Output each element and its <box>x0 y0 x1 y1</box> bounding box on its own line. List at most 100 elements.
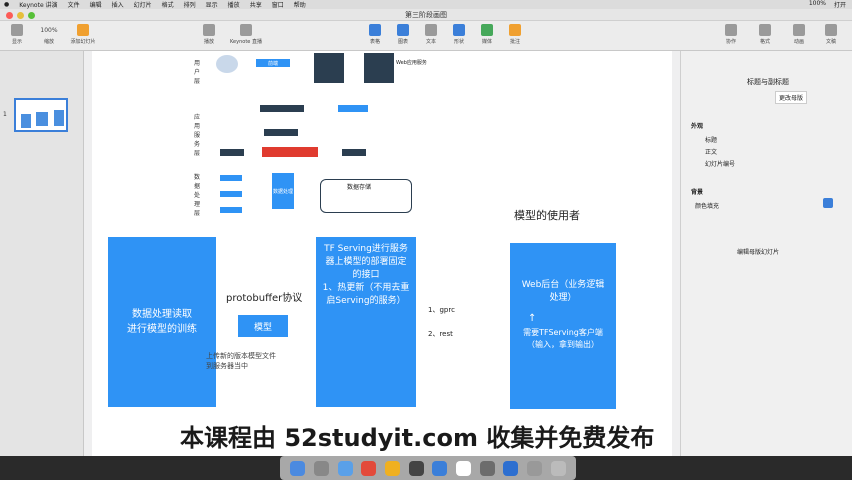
menu-app[interactable]: Keynote 讲演 <box>19 2 58 9</box>
service-box <box>342 149 366 156</box>
service-blue-box <box>338 105 368 112</box>
service-box <box>260 105 304 112</box>
data-box <box>220 207 242 213</box>
table-button[interactable]: 表格 <box>362 24 388 45</box>
menu-open[interactable]: 打开 <box>833 2 846 9</box>
highlight-red-box <box>262 147 318 157</box>
chrome-icon[interactable] <box>361 460 377 476</box>
slide-number: 1 <box>3 111 7 118</box>
change-master-button[interactable]: 更改母版 <box>775 91 808 104</box>
keynote-live-button[interactable]: Keynote 直播 <box>226 24 266 45</box>
live-icon <box>240 24 252 36</box>
close-icon[interactable] <box>6 12 13 19</box>
users-icon <box>216 55 238 73</box>
zoom-level: 100% <box>40 27 58 34</box>
inspector-panel: 标题与副标题 更改母版 外观 标题 正文 幻灯片编号 背景 颜色填充 编辑母版幻… <box>680 51 852 456</box>
trash-icon[interactable] <box>550 460 566 476</box>
sketch-icon[interactable] <box>384 460 400 476</box>
format-button[interactable]: 格式 <box>752 24 778 45</box>
media-icon <box>481 24 493 36</box>
data-store-label: 数据存储 <box>347 184 372 191</box>
comment-button[interactable]: 批注 <box>502 24 528 45</box>
chart-button[interactable]: 图表 <box>390 24 416 45</box>
apple-icon[interactable]: ● <box>4 1 10 8</box>
slide-thumbnail[interactable] <box>14 98 68 132</box>
app-icon[interactable] <box>503 460 519 476</box>
collaborate-button[interactable]: 协作 <box>718 24 744 45</box>
menu-arrange[interactable]: 排列 <box>183 2 196 9</box>
view-icon <box>11 24 23 36</box>
text-button[interactable]: 文本 <box>418 24 444 45</box>
service-box <box>264 129 298 136</box>
menu-help[interactable]: 帮助 <box>293 2 306 9</box>
menu-slide[interactable]: 幻灯片 <box>133 2 152 9</box>
menu-bar: ● Keynote 讲演 文件 编辑 插入 幻灯片 格式 排列 显示 播放 共享… <box>0 0 852 9</box>
edit-master-button[interactable]: 编辑母版幻灯片 <box>737 249 780 256</box>
collaborate-icon <box>725 24 737 36</box>
folder-icon[interactable] <box>526 460 542 476</box>
web-service-label: Web应用服务 <box>396 60 427 66</box>
server-image <box>314 53 344 83</box>
server-image <box>364 53 394 83</box>
text-edit-icon[interactable] <box>455 460 471 476</box>
data-store-container: 数据存储 <box>320 179 412 213</box>
menu-file[interactable]: 文件 <box>67 2 80 9</box>
background-heading: 背景 <box>691 189 704 196</box>
stepper-icon[interactable] <box>823 198 833 208</box>
tf-client-label: 需要TFServing客户端 （输入，拿到输出） <box>523 328 603 349</box>
shape-button[interactable]: 形状 <box>446 24 472 45</box>
media-button[interactable]: 媒体 <box>474 24 500 45</box>
body-checkbox[interactable]: 正文 <box>705 149 718 156</box>
title-checkbox[interactable]: 标题 <box>705 137 718 144</box>
play-button[interactable]: 播放 <box>196 24 222 45</box>
text-icon <box>425 24 437 36</box>
animate-button[interactable]: 动画 <box>786 24 812 45</box>
add-slide-icon <box>77 24 89 36</box>
row-label-data: 数据处理层 <box>194 174 201 217</box>
row-label-business: 应用服务层 <box>194 114 201 157</box>
terminal-icon[interactable] <box>408 460 424 476</box>
menu-share[interactable]: 共享 <box>249 2 262 9</box>
api-gprc: 1、gprc <box>428 306 455 314</box>
slide[interactable]: 用户层 应用服务层 数据处理层 前端 Web应用服务 数据处理 数据存储 模型的… <box>92 51 672 456</box>
dock <box>280 456 576 480</box>
api-rest: 2、rest <box>428 330 453 338</box>
menu-insert[interactable]: 插入 <box>111 2 124 9</box>
animate-icon <box>793 24 805 36</box>
fill-select[interactable]: 颜色填充 <box>695 203 720 210</box>
menu-view[interactable]: 显示 <box>205 2 218 9</box>
add-slide-button[interactable]: 添加幻灯片 <box>70 24 96 45</box>
launchpad-icon[interactable] <box>313 460 329 476</box>
master-name: 标题与副标题 <box>747 78 789 86</box>
minimize-icon[interactable] <box>17 12 24 19</box>
protocol-label: protobuffer协议 <box>226 293 303 304</box>
menu-format[interactable]: 格式 <box>161 2 174 9</box>
play-icon <box>203 24 215 36</box>
shape-icon <box>453 24 465 36</box>
service-box <box>220 149 244 156</box>
app-icon[interactable] <box>479 460 495 476</box>
users-title: 模型的使用者 <box>514 209 580 222</box>
menu-window[interactable]: 窗口 <box>271 2 284 9</box>
data-box <box>220 191 242 197</box>
view-button[interactable]: 显示 <box>4 24 30 45</box>
data-box <box>220 175 242 181</box>
menu-play[interactable]: 播放 <box>227 2 240 9</box>
watermark: 本课程由 52studyit.com 收集并免费发布 <box>180 424 655 452</box>
model-note: 上传新的版本模型文件 到服务器当中 <box>206 352 276 370</box>
appearance-heading: 外观 <box>691 123 704 130</box>
slide-number-checkbox[interactable]: 幻灯片编号 <box>705 161 736 168</box>
menu-edit[interactable]: 编辑 <box>89 2 102 9</box>
zoom-button[interactable]: 100%缩放 <box>36 24 62 45</box>
frontend-box: 前端 <box>256 59 290 67</box>
finder-icon[interactable] <box>290 460 306 476</box>
safari-icon[interactable] <box>337 460 353 476</box>
battery-status: 100% <box>808 0 826 7</box>
fullscreen-icon[interactable] <box>28 12 35 19</box>
keynote-icon[interactable] <box>432 460 448 476</box>
window-controls <box>6 12 35 19</box>
document-icon <box>825 24 837 36</box>
training-box: 数据处理读取 进行模型的训练 <box>108 237 216 407</box>
data-process-box: 数据处理 <box>272 173 294 209</box>
document-button[interactable]: 文稿 <box>818 24 844 45</box>
